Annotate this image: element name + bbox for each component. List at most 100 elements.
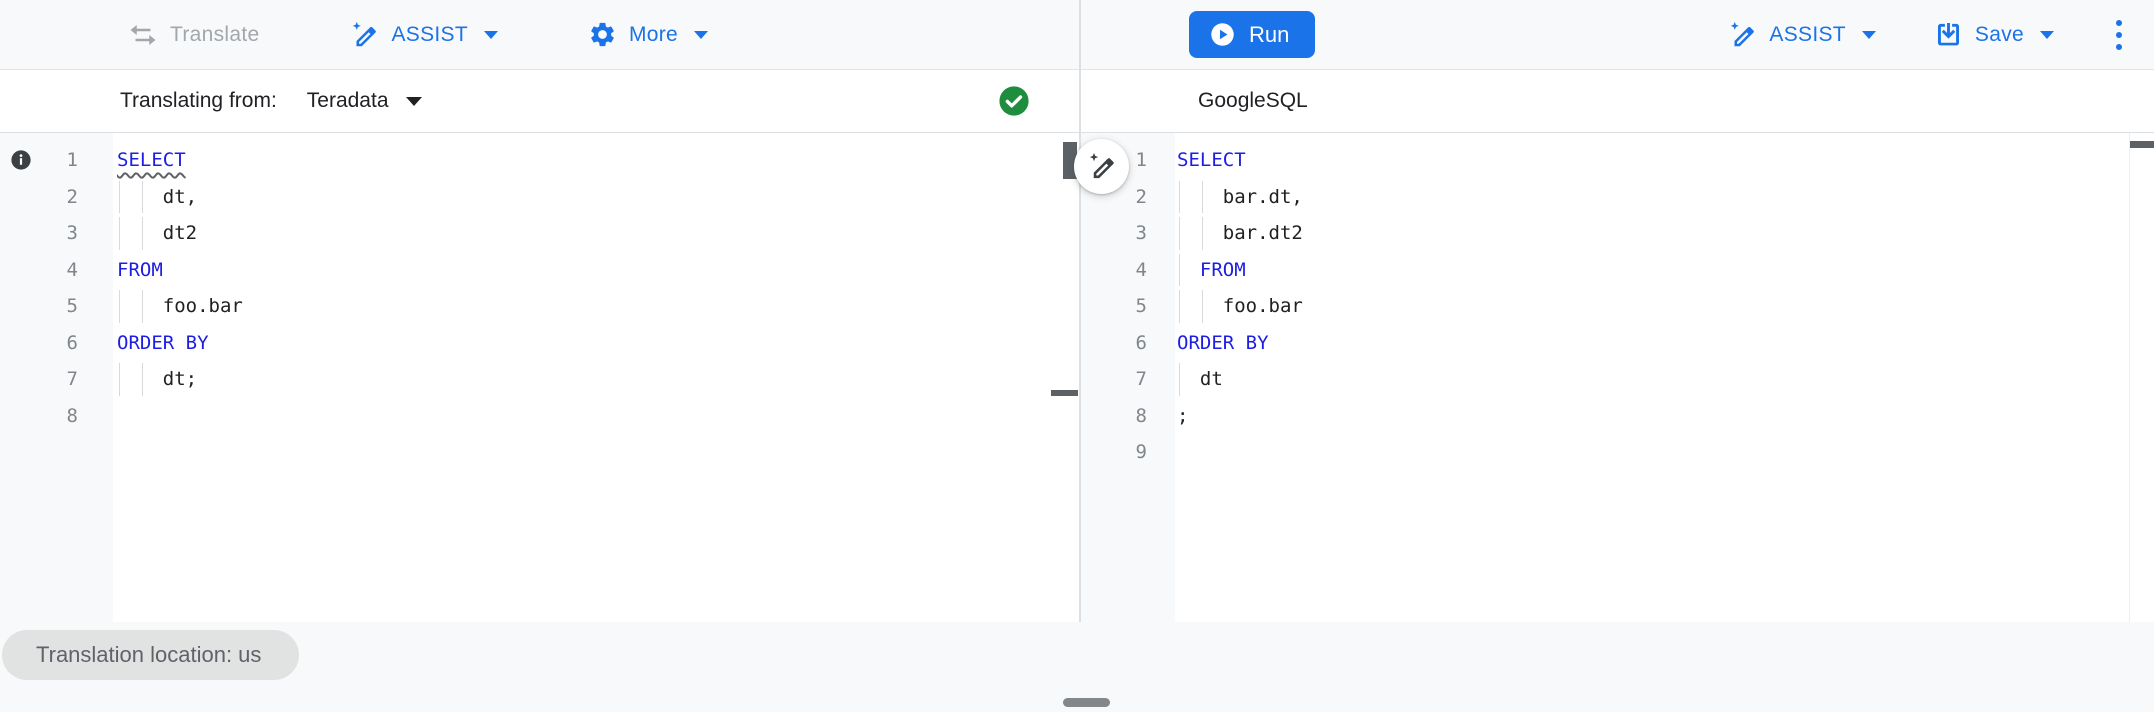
sql-keyword: ORDER BY [1177, 331, 1269, 354]
sql-text: foo.bar [117, 295, 243, 317]
line-number: 2 [66, 185, 78, 208]
save-label: Save [1974, 22, 2024, 46]
line-number: 6 [66, 331, 78, 354]
check-circle-icon [999, 86, 1029, 116]
validation-success-badge [997, 84, 1031, 118]
code-line[interactable]: foo.bar [1177, 288, 2114, 325]
magic-pen-icon [353, 21, 377, 46]
chevron-down-icon [694, 30, 709, 39]
indent-guide-line [119, 180, 120, 213]
sql-keyword: FROM [1199, 258, 1246, 281]
sql-text: dt2 [117, 222, 198, 244]
translating-from-label: Translating from: [120, 89, 277, 112]
code-line[interactable] [1177, 434, 2114, 471]
sql-text: ; [1177, 404, 1189, 427]
indent-guide-line [119, 217, 120, 250]
code-line[interactable]: dt2 [117, 215, 1039, 252]
panel-resize-handle[interactable] [1063, 698, 1110, 707]
indent-guide-line [119, 290, 120, 323]
line-number: 5 [1135, 295, 1147, 317]
code-line[interactable] [117, 398, 1039, 435]
indent-guide-line [142, 180, 143, 213]
code-line[interactable]: bar.dt, [1177, 179, 2114, 216]
indent-guide-line [1179, 180, 1180, 213]
translate-label: Translate [170, 22, 260, 46]
line-number: 1 [66, 149, 78, 171]
translate-button[interactable]: Translate [128, 20, 259, 50]
code-line[interactable]: ; [1177, 398, 2114, 435]
line-number: 2 [1135, 185, 1147, 208]
line-number: 7 [1135, 368, 1147, 390]
panel-divider[interactable] [1079, 0, 1081, 622]
sql-text: dt [1177, 368, 1223, 390]
line-number: 6 [1135, 331, 1147, 354]
target-scrollbar-thumb[interactable] [2130, 141, 2154, 148]
assist-left-button[interactable]: ASSIST [349, 20, 498, 50]
assist-edit-fab[interactable] [1074, 139, 1129, 194]
chevron-down-icon [483, 30, 498, 39]
source-dialect-dropdown[interactable]: Teradata [307, 89, 422, 113]
toolbar-left: Translate ASSIST More [0, 0, 1079, 69]
sql-text [1177, 259, 1200, 281]
sql-text: bar.dt2 [1177, 222, 1303, 244]
sql-keyword: SELECT [1177, 149, 1246, 171]
more-label: More [628, 22, 679, 46]
code-line[interactable]: SELECT [1177, 142, 2114, 179]
target-scrollbar-track [2129, 133, 2130, 622]
indent-guide-line [119, 363, 120, 396]
sql-keyword: FROM [117, 258, 163, 281]
code-line[interactable]: dt [1177, 361, 2114, 398]
assist-right-label: ASSIST [1769, 22, 1846, 46]
info-icon[interactable] [10, 149, 32, 171]
line-number: 3 [66, 222, 78, 244]
gear-icon [591, 22, 614, 47]
save-button[interactable]: Save [1934, 20, 2054, 49]
magic-pen-icon [1089, 152, 1114, 179]
indent-guide-line [142, 217, 143, 250]
line-number: 4 [1135, 258, 1147, 281]
sql-text: bar.dt, [1177, 185, 1303, 208]
indent-guide-line [1179, 363, 1180, 396]
line-number: 8 [66, 404, 78, 427]
code-line[interactable]: FROM [117, 252, 1039, 289]
code-line[interactable]: FROM [1177, 252, 2114, 289]
line-number: 9 [1135, 441, 1147, 463]
code-line[interactable]: ORDER BY [1177, 325, 2114, 362]
indent-guide-line [1202, 217, 1203, 250]
more-options-kebab-icon[interactable] [2112, 16, 2126, 54]
code-line[interactable]: foo.bar [117, 288, 1039, 325]
indent-guide-line [1179, 217, 1180, 250]
run-label: Run [1249, 21, 1290, 47]
sql-text: dt; [117, 368, 198, 390]
code-line[interactable]: dt, [117, 179, 1039, 216]
code-line[interactable]: bar.dt2 [1177, 215, 2114, 252]
chevron-down-icon [1861, 30, 1876, 39]
source-horizontal-scrollbar-thumb[interactable] [1051, 390, 1078, 396]
indent-guide-line [1202, 290, 1203, 323]
source-vertical-scrollbar-thumb[interactable] [1063, 142, 1077, 179]
code-line[interactable]: ORDER BY [117, 325, 1039, 362]
target-dialect-title: GoogleSQL [1198, 89, 1308, 112]
translation-location-label: Translation location: us [36, 642, 262, 667]
line-number: 7 [66, 368, 78, 390]
sql-text: foo.bar [1177, 295, 1303, 317]
toolbar: Translate ASSIST More Run ASSIST [0, 0, 2154, 70]
indent-guide-line [142, 290, 143, 323]
line-number: 3 [1135, 222, 1147, 244]
more-button[interactable]: More [588, 20, 709, 49]
code-line[interactable]: SELECT [117, 142, 1039, 179]
code-line[interactable]: dt; [117, 361, 1039, 398]
target-header: GoogleSQL [1080, 70, 2154, 133]
indent-guide-line [1179, 253, 1180, 286]
assist-right-button[interactable]: ASSIST [1727, 20, 1876, 50]
run-button[interactable]: Run [1189, 11, 1316, 58]
line-number: 5 [66, 295, 78, 317]
line-number: 8 [1135, 404, 1147, 427]
